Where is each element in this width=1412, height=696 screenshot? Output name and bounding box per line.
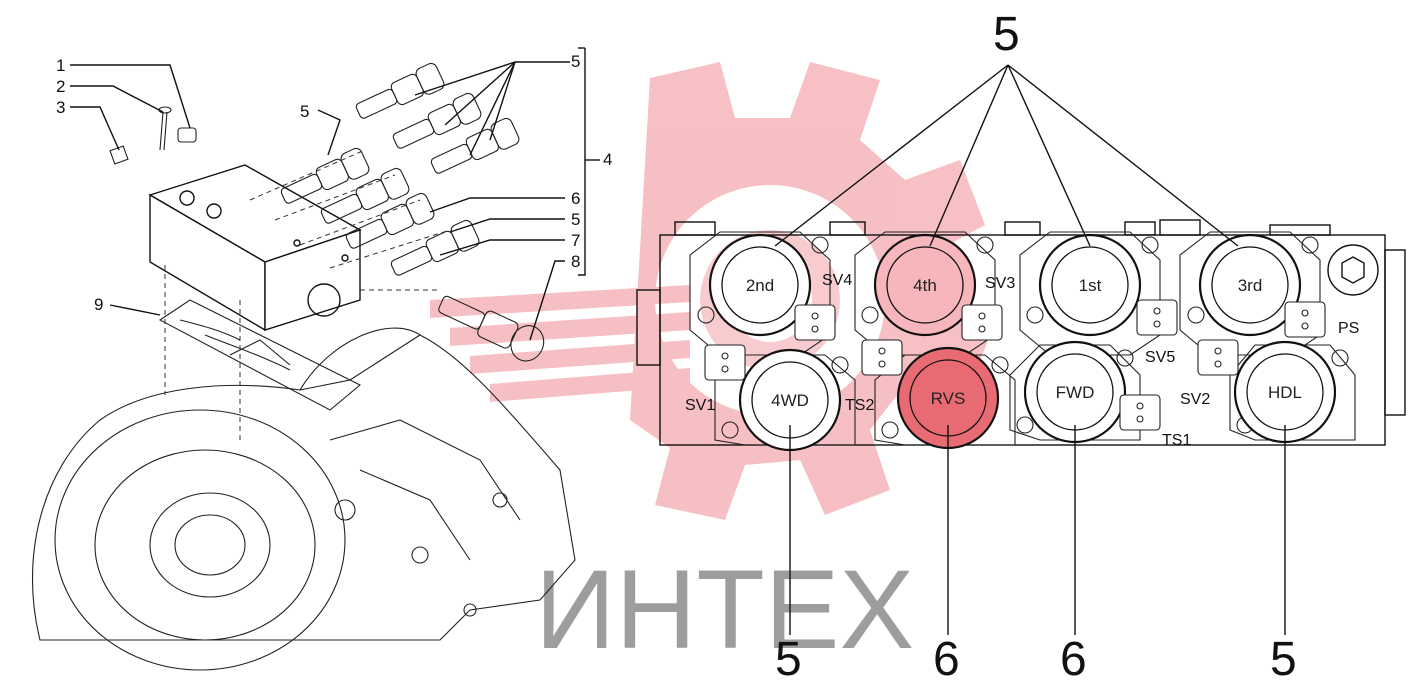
bottom-callout-hdl: 5 bbox=[1270, 633, 1297, 686]
callout-5-mid: 5 bbox=[571, 210, 580, 229]
solenoid-coils: 2nd 4th 1st 3rd 4WD RVS bbox=[708, 233, 1337, 452]
solenoid-4th: 4th bbox=[873, 233, 977, 337]
solenoid-rvs: RVS bbox=[896, 346, 1000, 450]
valve-body-block bbox=[148, 164, 362, 332]
left-dashed-guides bbox=[164, 149, 451, 440]
callout-3: 3 bbox=[56, 98, 65, 117]
valve-block-leader-lines bbox=[774, 64, 1286, 635]
callout-6: 6 bbox=[571, 189, 580, 208]
connector-label-sv2: SV2 bbox=[1180, 391, 1210, 408]
callout-7: 7 bbox=[571, 231, 580, 250]
exploded-solenoids bbox=[280, 62, 545, 362]
solenoid-3rd: 3rd bbox=[1198, 233, 1302, 337]
callout-5-top: 5 bbox=[571, 52, 580, 71]
solenoid-label-4th: 4th bbox=[913, 276, 937, 295]
callout-2: 2 bbox=[56, 77, 65, 96]
solenoid-label-2nd: 2nd bbox=[746, 276, 774, 295]
electrical-connectors bbox=[704, 299, 1326, 431]
solenoid-label-hdl: HDL bbox=[1268, 383, 1302, 402]
solenoid-label-rvs: RVS bbox=[931, 389, 966, 408]
transmission-housing bbox=[31, 327, 576, 671]
connector-label-sv4: SV4 bbox=[822, 272, 852, 289]
valve-block-outline bbox=[636, 219, 1406, 446]
connector-label-sv3: SV3 bbox=[985, 275, 1015, 292]
connector-label-ts1: TS1 bbox=[1162, 432, 1191, 449]
solenoid-label-3rd: 3rd bbox=[1238, 276, 1263, 295]
connector-label-ts2: TS2 bbox=[845, 397, 874, 414]
connector-label-sv1: SV1 bbox=[685, 397, 715, 414]
valve-block-top-callout: 5 bbox=[993, 8, 1020, 61]
solenoid-2nd: 2nd bbox=[708, 233, 812, 337]
callout-8: 8 bbox=[571, 252, 580, 271]
connector-label-sv5: SV5 bbox=[1145, 349, 1175, 366]
bottom-callout-fwd: 6 bbox=[1060, 633, 1087, 686]
solenoid-1st: 1st bbox=[1038, 233, 1142, 337]
solenoid-label-fwd: FWD bbox=[1056, 383, 1095, 402]
solenoid-hdl: HDL bbox=[1233, 340, 1337, 444]
bottom-callout-4wd: 5 bbox=[775, 633, 802, 686]
callout-1: 1 bbox=[56, 56, 65, 75]
callout-4: 4 bbox=[603, 150, 612, 169]
solenoid-label-1st: 1st bbox=[1079, 276, 1102, 295]
solenoid-label-4wd: 4WD bbox=[771, 391, 809, 410]
connector-label-ps: PS bbox=[1338, 320, 1359, 337]
connector-labels: SV4 SV3 SV5 SV2 SV1 TS2 TS1 PS bbox=[685, 272, 1359, 449]
callout-5-left: 5 bbox=[300, 102, 309, 121]
exploded-callouts: 1 2 3 5 5 4 6 5 7 8 9 bbox=[56, 52, 612, 314]
left-leader-lines bbox=[70, 47, 600, 341]
watermark-text: ИНТЕХ bbox=[535, 547, 914, 672]
bottom-callout-rvs: 6 bbox=[933, 633, 960, 686]
callout-9: 9 bbox=[94, 295, 103, 314]
fasteners bbox=[109, 106, 197, 165]
